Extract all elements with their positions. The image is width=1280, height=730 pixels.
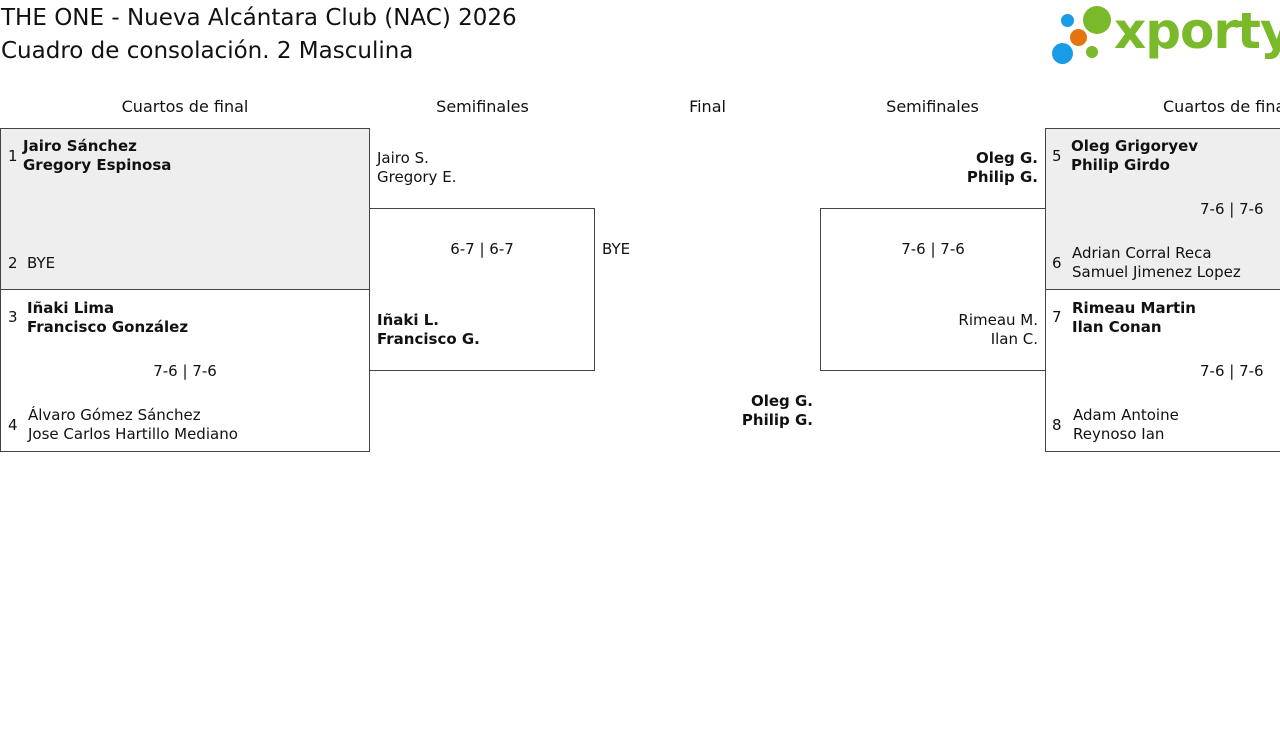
- match-score: 7-6 | 7-6: [901, 240, 965, 258]
- seed-number: 4: [8, 416, 18, 434]
- player-name: Gregory Espinosa: [23, 156, 172, 174]
- player-name: Álvaro Gómez Sánchez: [28, 406, 201, 424]
- final-left-bye: BYE: [602, 240, 631, 258]
- bye-label: BYE: [27, 254, 56, 272]
- team-name: Adrian Corral Reca Samuel Jimenez Lopez: [1072, 244, 1241, 282]
- draw-subtitle: Cuadro de consolación. 2 Masculina: [1, 38, 414, 64]
- team-name: Oleg Grigoryev Philip Girdo: [1071, 137, 1198, 175]
- match-score: 7-6 | 7-6: [1200, 200, 1264, 218]
- seed-number: 5: [1052, 147, 1062, 165]
- logo-dot-green-small: [1086, 46, 1098, 58]
- sf-right-team-top: Oleg G. Philip G.: [860, 149, 1038, 187]
- player-name: Gregory E.: [377, 168, 457, 186]
- sf-left-team-top: Jairo S. Gregory E.: [377, 149, 456, 187]
- player-name: Iñaki Lima: [27, 299, 115, 317]
- player-name: Samuel Jimenez Lopez: [1072, 263, 1241, 281]
- qf-left-match-2[interactable]: 3 Iñaki Lima Francisco González 7-6 | 7-…: [0, 289, 370, 452]
- final-winner: Oleg G. Philip G.: [640, 392, 813, 430]
- player-name: Oleg G.: [975, 149, 1038, 167]
- seed-number: 8: [1052, 416, 1062, 434]
- round-header-sf-right: Semifinales: [886, 97, 979, 116]
- team-name: Rimeau M. Ilan C.: [841, 311, 1038, 349]
- team-name: Iñaki L. Francisco G.: [377, 311, 480, 349]
- player-name: Reynoso Ian: [1073, 425, 1165, 443]
- match-score: 7-6 | 7-6: [153, 362, 217, 380]
- xporty-logo: xporty: [1052, 2, 1280, 66]
- player-name: Francisco G.: [377, 330, 480, 348]
- seed-number: 3: [8, 308, 18, 326]
- player-name: Rimeau Martin: [1072, 299, 1196, 317]
- team-name: Álvaro Gómez Sánchez Jose Carlos Hartill…: [28, 406, 238, 444]
- round-header-qf-right: Cuartos de final: [1045, 96, 1280, 118]
- team-name: BYE: [27, 254, 55, 273]
- logo-dot-blue-large: [1052, 43, 1073, 64]
- logo-dot-green-large: [1083, 6, 1111, 34]
- player-name: Philip Girdo: [1071, 156, 1170, 174]
- qf-right-match-2[interactable]: 7 Rimeau Martin Ilan Conan 7-6 | 7-6 8 A…: [1045, 289, 1280, 452]
- player-name: Rimeau M.: [958, 311, 1038, 329]
- player-name: Iñaki L.: [377, 311, 439, 329]
- team-name: Iñaki Lima Francisco González: [27, 299, 188, 337]
- seed-number: 7: [1052, 308, 1062, 326]
- player-name: Jose Carlos Hartillo Mediano: [28, 425, 238, 443]
- player-name: Ilan C.: [990, 330, 1038, 348]
- round-header-qf-right-label: Cuartos de final: [1163, 97, 1280, 116]
- logo-dot-blue-small: [1061, 14, 1074, 27]
- sf-right-match[interactable]: 7-6 | 7-6 Rimeau M. Ilan C.: [820, 208, 1046, 371]
- sf-left-match[interactable]: 6-7 | 6-7 Iñaki L. Francisco G.: [369, 208, 595, 371]
- player-name: Philip G.: [966, 168, 1038, 186]
- player-name: Adrian Corral Reca: [1072, 244, 1212, 262]
- match-score: 7-6 | 7-6: [1200, 362, 1264, 380]
- player-name: Jairo Sánchez: [23, 137, 137, 155]
- round-header-sf-left: Semifinales: [436, 97, 529, 116]
- player-name: Oleg Grigoryev: [1071, 137, 1199, 155]
- logo-dot-orange: [1070, 29, 1087, 46]
- seed-number: 1: [8, 147, 18, 165]
- seed-number: 2: [8, 254, 18, 272]
- team-name: Jairo Sánchez Gregory Espinosa: [23, 137, 171, 175]
- qf-right-match-1[interactable]: 5 Oleg Grigoryev Philip Girdo 7-6 | 7-6 …: [1045, 128, 1280, 290]
- round-header-final: Final: [689, 97, 726, 116]
- team-name: Adam Antoine Reynoso Ian: [1073, 406, 1179, 444]
- tournament-title: THE ONE - Nueva Alcántara Club (NAC) 202…: [1, 5, 517, 31]
- seed-number: 6: [1052, 254, 1062, 272]
- player-name: Adam Antoine: [1073, 406, 1179, 424]
- team-name: Rimeau Martin Ilan Conan: [1072, 299, 1196, 337]
- qf-left-match-1[interactable]: 1 Jairo Sánchez Gregory Espinosa 2 BYE: [0, 128, 370, 290]
- player-name: Ilan Conan: [1072, 318, 1162, 336]
- player-name: Oleg G.: [750, 392, 813, 410]
- round-header-qf-left: Cuartos de final: [121, 97, 249, 116]
- page-title: THE ONE - Nueva Alcántara Club (NAC) 202…: [1, 2, 517, 68]
- player-name: Francisco González: [27, 318, 189, 336]
- player-name: Philip G.: [741, 411, 813, 429]
- player-name: Jairo S.: [377, 149, 429, 167]
- match-score: 6-7 | 6-7: [450, 240, 514, 258]
- logo-wordmark: xporty: [1114, 2, 1280, 60]
